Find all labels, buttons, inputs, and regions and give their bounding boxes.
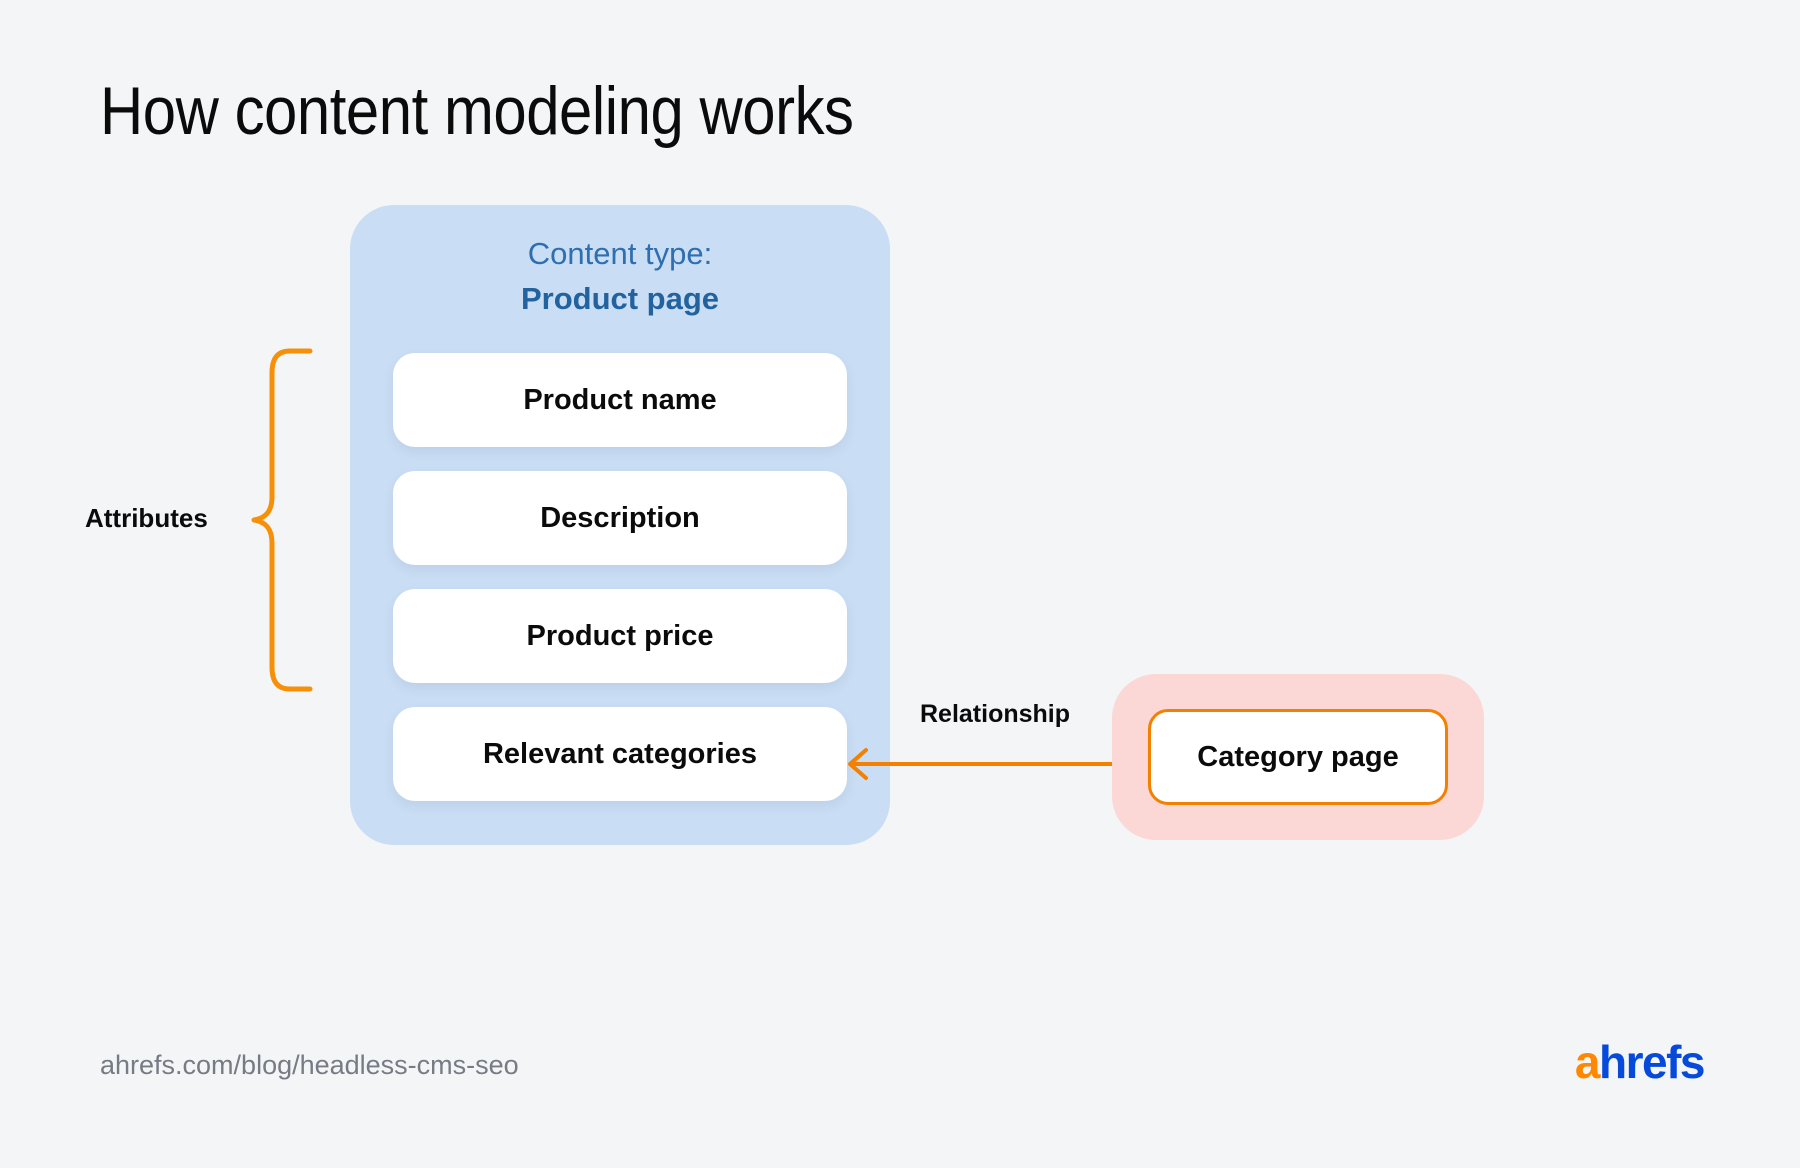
- content-type-value: Product page: [520, 280, 720, 316]
- attribute-card-label: Product name: [523, 383, 717, 416]
- content-type-label: Content type:: [527, 236, 713, 271]
- page-title: How content modeling works: [100, 73, 854, 149]
- ahrefs-logo: ahrefs: [1574, 1035, 1706, 1089]
- relationship-label: Relationship: [920, 700, 1071, 728]
- attribute-card-list: Product name Description Product price R…: [393, 353, 847, 825]
- ahrefs-logo-text: hrefs: [1599, 1036, 1705, 1088]
- category-page-halo: Category page: [1112, 674, 1484, 840]
- category-page-label: Category page: [1197, 740, 1399, 773]
- category-page-box[interactable]: Category page: [1148, 709, 1448, 805]
- double-arrow-icon: [848, 748, 1143, 780]
- attributes-label: Attributes: [85, 503, 208, 533]
- attribute-card[interactable]: Relevant categories: [393, 707, 847, 801]
- content-type-header: Content type: Product page: [350, 235, 890, 319]
- attribute-card-label: Product price: [526, 619, 714, 652]
- ahrefs-logo-accent: a: [1574, 1036, 1601, 1088]
- footer-url: ahrefs.com/blog/headless-cms-seo: [100, 1050, 519, 1080]
- content-type-panel: Content type: Product page Product name …: [350, 205, 890, 845]
- attribute-card[interactable]: Product price: [393, 589, 847, 683]
- attribute-card[interactable]: Product name: [393, 353, 847, 447]
- attribute-card-label: Relevant categories: [482, 737, 757, 770]
- curly-brace-icon: [251, 348, 313, 692]
- attributes-annotation: Attributes: [85, 345, 345, 695]
- attribute-card[interactable]: Description: [393, 471, 847, 565]
- attribute-card-label: Description: [540, 501, 700, 534]
